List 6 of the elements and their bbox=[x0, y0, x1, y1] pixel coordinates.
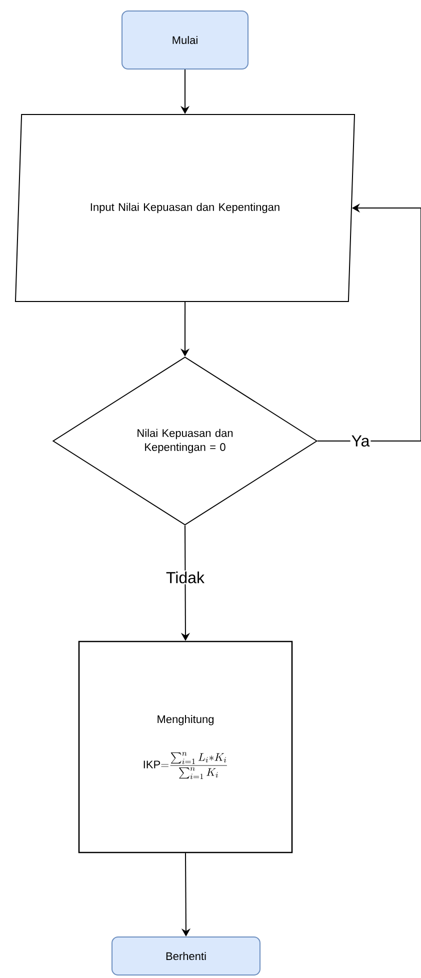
input-parallelogram: Input Nilai Kepuasan dan Kepentingan bbox=[14, 114, 356, 302]
edge-label: Tidak bbox=[164, 570, 206, 584]
process-box: Menghitung $\mathrm{IKP}{=}\dfrac{\sum_{i=1}^{n} L_i{*}K_i}{\sum_{i=1}^{n} K_i}$ bbox=[78, 640, 293, 854]
terminal-box: Mulai bbox=[122, 10, 248, 70]
edge-label: Ya bbox=[350, 434, 371, 448]
terminal-box: Berhenti bbox=[112, 936, 260, 976]
